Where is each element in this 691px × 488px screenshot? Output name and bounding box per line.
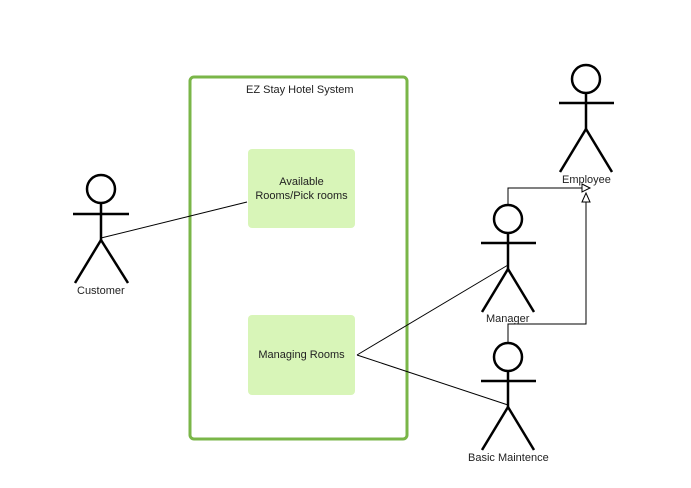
actor-label-customer: Customer	[77, 285, 125, 297]
use-case-label-line1: Available	[279, 175, 324, 188]
use-case-label-line2: Rooms/Pick rooms	[255, 189, 348, 202]
assoc-maintence-managing-rooms	[356, 354, 509, 406]
system-title: EZ Stay Hotel System	[246, 84, 354, 96]
system-boundary	[188, 75, 409, 441]
assoc-manager-managing-rooms	[356, 264, 509, 356]
actor-label-employee: Employee	[562, 174, 611, 186]
generalization-maintence-employee	[507, 202, 587, 343]
generalization-manager-employee	[507, 187, 582, 205]
use-case-label: Managing Rooms	[258, 349, 345, 361]
actor-label-basic-maintence: Basic Maintence	[468, 452, 549, 464]
actor-customer	[73, 173, 130, 284]
generalization-arrowhead-manager	[581, 183, 592, 193]
actor-employee	[558, 63, 614, 173]
actor-manager	[480, 203, 536, 313]
generalization-arrowhead-maintence	[581, 191, 591, 203]
assoc-customer-available-rooms	[100, 201, 248, 239]
actor-label-manager: Manager	[486, 313, 530, 325]
use-case-available-rooms[interactable]: Available Rooms/Pick rooms	[248, 149, 355, 228]
actor-basic-maintence	[480, 341, 536, 451]
use-case-managing-rooms[interactable]: Managing Rooms	[248, 315, 355, 395]
